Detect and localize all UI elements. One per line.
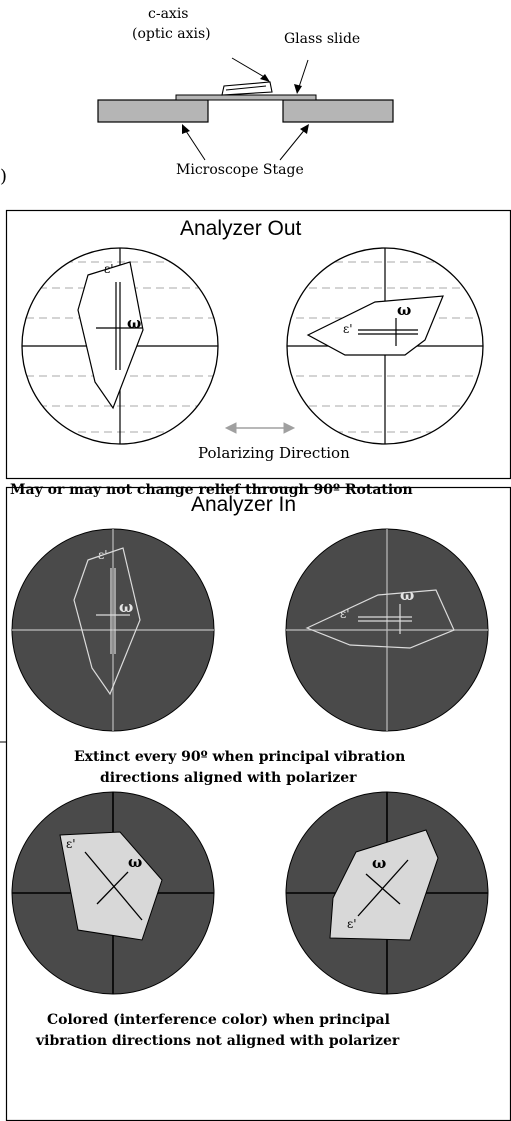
glass-slide-pointer (297, 59, 309, 91)
stage-left-pointer (183, 127, 206, 161)
analyzer-in-colored-right-view (285, 791, 489, 995)
epsilon-label: ε' (343, 322, 353, 336)
stage-right-block (282, 99, 394, 123)
extinct-note-line1: Extinct every 90º when principal vibrati… (74, 749, 406, 765)
crystal-outline (73, 547, 141, 696)
polarizing-direction-label: Polarizing Direction (198, 444, 350, 462)
epsilon-label: ε' (347, 917, 357, 931)
omega-label: ω (127, 314, 142, 332)
omega-label: ω (400, 586, 415, 604)
stage-right-pointer (279, 127, 307, 161)
colored-note-line2: vibration directions not aligned with po… (36, 1033, 400, 1049)
extinct-note-line2: directions aligned with polarizer (100, 770, 357, 786)
crystal-grain (221, 81, 273, 96)
analyzer-out-frame (5, 209, 511, 480)
analyzer-in-extinct-left-view (11, 528, 215, 732)
omega-label: ω (372, 854, 387, 872)
epsilon-label: ε' (104, 262, 114, 276)
polarizing-direction-arrow (224, 422, 296, 434)
c-axis-label: c-axis (148, 6, 189, 22)
crystal-outline (77, 261, 144, 410)
microscope-stage-diagram (97, 57, 394, 161)
c-axis-pointer (231, 57, 267, 79)
edge-paren: ) (0, 166, 8, 187)
colored-note-line1: Colored (interference color) when princi… (47, 1012, 390, 1028)
omega-label: ω (397, 301, 412, 319)
analyzer-in-colored-left-view (11, 791, 215, 995)
epsilon-label: ε' (340, 607, 350, 621)
microscope-stage-label: Microscope Stage (176, 162, 304, 178)
glass-slide-label: Glass slide (284, 31, 361, 47)
optic-axis-label: (optic axis) (132, 26, 211, 42)
glass-slide (175, 94, 317, 101)
epsilon-label: ε' (66, 837, 76, 851)
analyzer-out-right-view (286, 247, 484, 445)
analyzer-out-title: Analyzer Out (180, 217, 302, 240)
relief-note: May or may not change relief through 90º… (10, 482, 413, 498)
crystal-outline (306, 295, 444, 356)
analyzer-in-title: Analyzer In (191, 493, 297, 516)
analyzer-in-extinct-right-view (285, 528, 489, 732)
analyzer-out-left-view (21, 247, 219, 445)
omega-label: ω (128, 853, 143, 871)
omega-label: ω (119, 598, 134, 616)
epsilon-label: ε' (98, 548, 108, 562)
crystal-outline (305, 589, 455, 649)
stage-left-block (97, 99, 209, 123)
